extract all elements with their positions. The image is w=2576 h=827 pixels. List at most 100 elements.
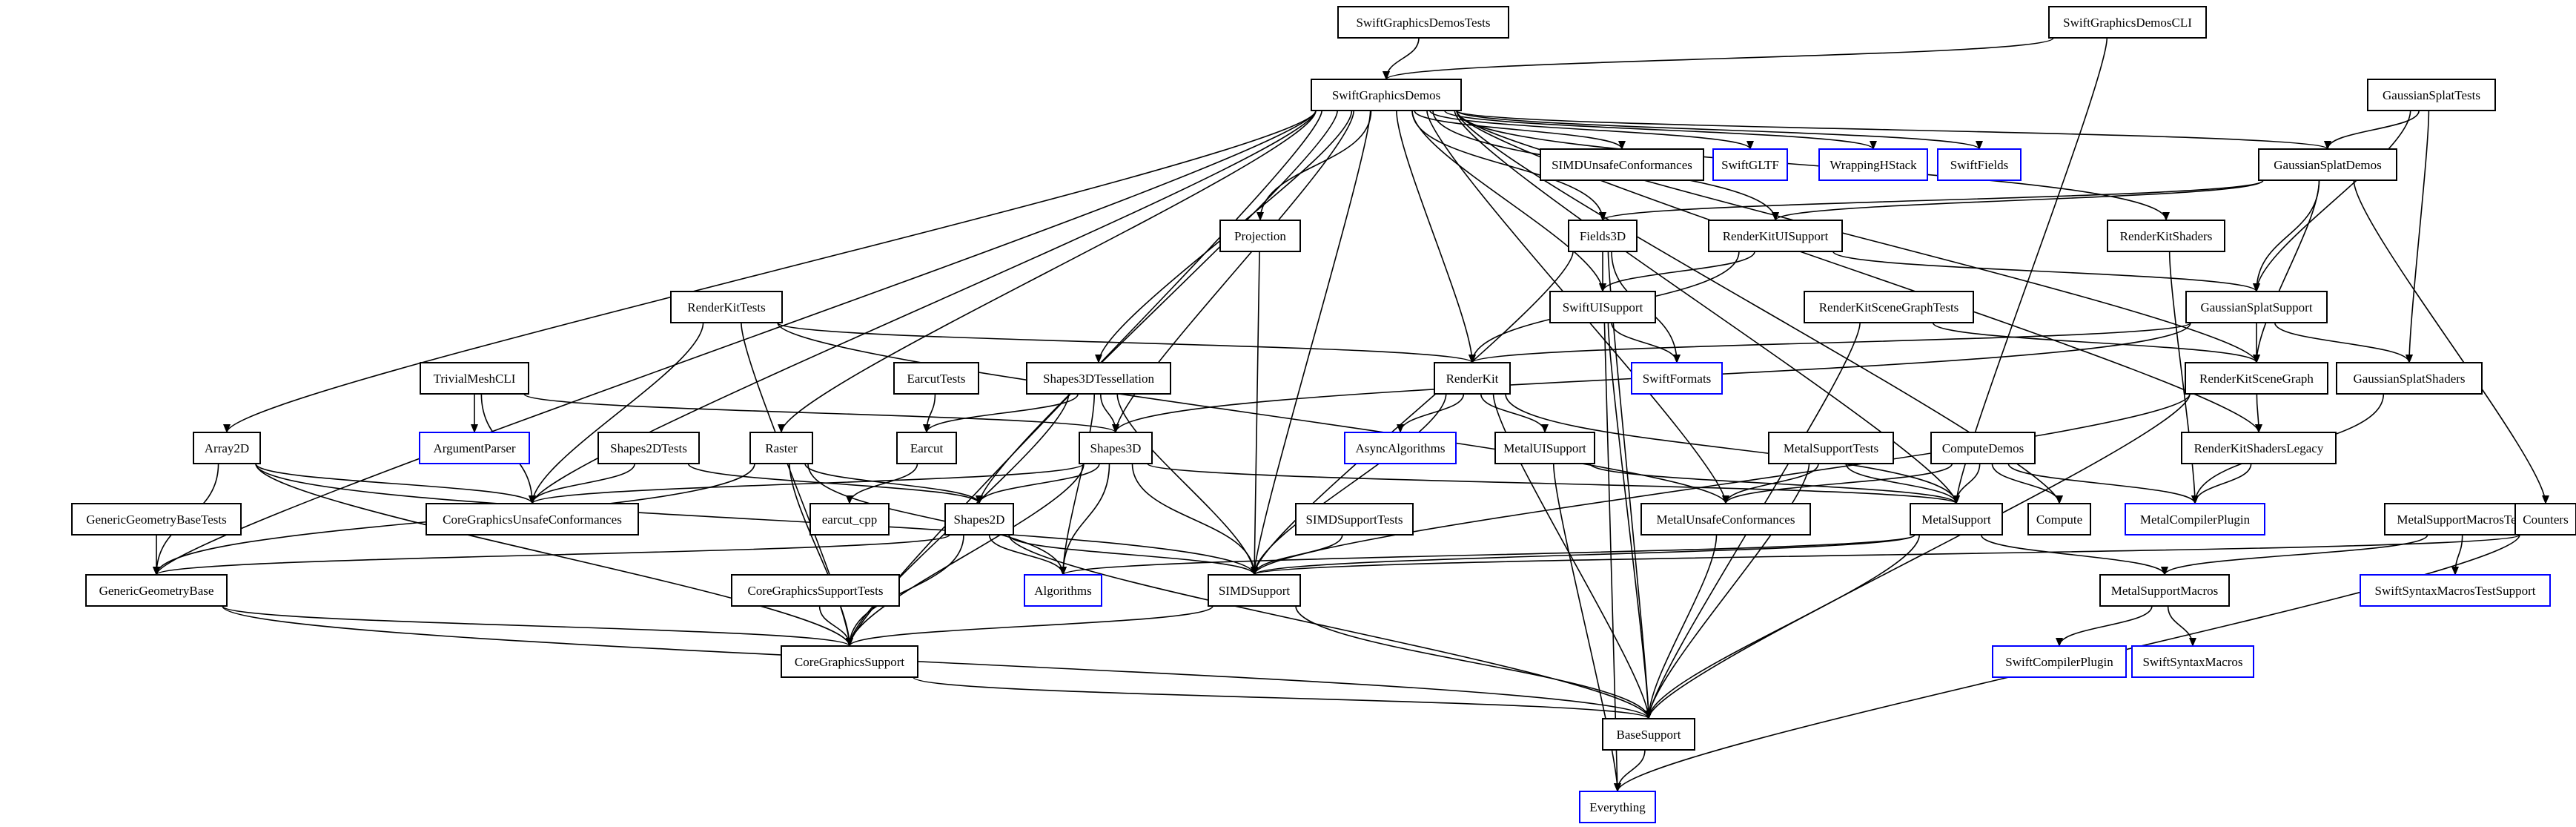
edge-generic-geometry-base-to-core-graphics-support bbox=[222, 605, 853, 647]
edge-metal-unsafe-conformances-to-base-support bbox=[1645, 534, 1718, 719]
edge-gaussian-splat-support-to-render-kit bbox=[1469, 322, 2191, 363]
node-label: SwiftSyntaxMacros bbox=[2142, 655, 2242, 669]
node-label: RenderKitSceneGraphTests bbox=[1819, 300, 1959, 314]
node-label: Earcut bbox=[910, 441, 944, 455]
node-label: SwiftCompilerPlugin bbox=[2005, 655, 2113, 669]
edge-render-kit-to-simd-support bbox=[1251, 393, 1447, 576]
node-label: AsyncAlgorithms bbox=[1356, 441, 1446, 455]
edge-swift-graphics-demos-to-array2-d bbox=[223, 110, 1317, 433]
edge-shapes2-d-to-core-graphics-support bbox=[846, 534, 964, 647]
node-box bbox=[2099, 574, 2230, 607]
edge-counters-to-simd-support bbox=[1251, 534, 2520, 576]
edge-gaussian-splat-demos-to-gaussian-splat-support bbox=[2253, 179, 2320, 292]
edge-shapes2-d-to-base-support bbox=[1008, 534, 1652, 719]
node-box bbox=[1494, 432, 1595, 464]
node-label: Everything bbox=[1589, 800, 1646, 814]
node-shapes2-d-tests: Shapes2DTests bbox=[597, 432, 700, 464]
edge-shapes2-d-to-generic-geometry-base bbox=[153, 534, 950, 576]
node-render-kit-ui-support: RenderKitUISupport bbox=[1708, 220, 1843, 252]
node-label: Compute bbox=[2036, 513, 2082, 527]
node-metal-support-tests: MetalSupportTests bbox=[1768, 432, 1894, 464]
node-box bbox=[809, 503, 890, 536]
edge-render-kit-shaders-legacy-to-metal-compiler-plugin bbox=[2191, 463, 2252, 504]
edge-render-kit-to-metal-support bbox=[1505, 393, 1960, 504]
node-box bbox=[2514, 503, 2576, 536]
node-label: GaussianSplatSupport bbox=[2200, 300, 2312, 314]
edge-swift-graphics-demos-to-raster bbox=[778, 110, 1317, 433]
node-swift-compiler-plugin: SwiftCompilerPlugin bbox=[1992, 645, 2127, 678]
edge-shapes3-d-to-core-graphics-unsafe-conformances bbox=[529, 463, 1085, 504]
node-box bbox=[1337, 6, 1509, 39]
node-box bbox=[781, 645, 918, 678]
node-box bbox=[1208, 574, 1301, 607]
node-box bbox=[2360, 574, 2551, 607]
node-box bbox=[1631, 362, 1723, 395]
node-label: MetalUISupport bbox=[1503, 441, 1586, 455]
node-box bbox=[1079, 432, 1153, 464]
edge-compute-demos-to-metal-support bbox=[1953, 463, 1981, 504]
node-box bbox=[1818, 148, 1928, 181]
edge-swift-graphics-demos-to-shapes3-d bbox=[1112, 110, 1354, 433]
node-earcut: Earcut bbox=[896, 432, 957, 464]
node-box bbox=[2181, 432, 2337, 464]
node-label: RenderKitUISupport bbox=[1723, 229, 1829, 243]
edge-layer bbox=[153, 37, 2549, 792]
edge-render-kit-scene-graph-tests-to-render-kit-scene-graph bbox=[1932, 322, 2260, 363]
node-counters: Counters bbox=[2514, 503, 2576, 536]
edge-compute-demos-to-compute bbox=[1991, 463, 2063, 504]
edge-swift-graphics-demos-to-simd-unsafe-conformances bbox=[1414, 110, 1626, 150]
edge-swift-graphics-demos-to-render-kit-shaders-legacy bbox=[1456, 110, 2262, 433]
node-box bbox=[1937, 148, 2022, 181]
edge-compute-demos-to-metal-unsafe-conformances bbox=[1722, 463, 1953, 504]
node-box bbox=[1549, 291, 1656, 323]
edge-render-kit-scene-graph-to-base-support bbox=[1645, 393, 2191, 719]
node-swift-graphics-demos: SwiftGraphicsDemos bbox=[1311, 79, 1462, 111]
node-metal-support: MetalSupport bbox=[1910, 503, 2003, 536]
edge-swift-graphics-demos-to-simd-support bbox=[1251, 110, 1371, 576]
node-box bbox=[1026, 362, 1171, 395]
node-label: MetalSupport bbox=[1921, 513, 1991, 527]
node-box bbox=[1602, 718, 1695, 751]
edge-shapes2-d-tests-to-shapes2-d bbox=[687, 463, 983, 504]
node-shapes2-d: Shapes2D bbox=[944, 503, 1014, 536]
node-box bbox=[2258, 148, 2397, 181]
edge-gaussian-splat-support-to-gaussian-splat-shaders bbox=[2274, 322, 2413, 363]
edge-swift-graphics-demos-to-metal-support bbox=[1454, 110, 1960, 504]
node-label: Raster bbox=[765, 441, 798, 455]
node-label: CoreGraphicsSupport bbox=[795, 655, 905, 669]
edge-shapes3-d-to-algorithms bbox=[1059, 463, 1110, 576]
node-core-graphics-unsafe-conformances: CoreGraphicsUnsafeConformances bbox=[426, 503, 639, 536]
edge-swift-ui-support-to-swift-formats bbox=[1611, 322, 1681, 363]
edge-swift-graphics-demos-to-shapes2-d bbox=[976, 110, 1338, 504]
node-simd-support-tests: SIMDSupportTests bbox=[1295, 503, 1414, 536]
node-box bbox=[893, 362, 979, 395]
edge-metal-support-to-base-support bbox=[1645, 534, 1920, 719]
node-label: SwiftGLTF bbox=[1721, 158, 1779, 172]
node-box bbox=[1295, 503, 1414, 536]
node-label: SwiftGraphicsDemosCLI bbox=[2063, 16, 2192, 30]
node-label: Shapes2DTests bbox=[610, 441, 687, 455]
edge-metal-support-tests-to-metal-support bbox=[1845, 463, 1960, 504]
edge-metal-support-tests-to-metal-unsafe-conformances bbox=[1722, 463, 1819, 504]
edge-raster-to-core-graphics-support bbox=[789, 463, 853, 647]
node-box bbox=[85, 574, 228, 607]
node-everything: Everything bbox=[1579, 791, 1656, 823]
node-label: SwiftFormats bbox=[1643, 372, 1712, 386]
edge-render-kit-to-metal-ui-support bbox=[1480, 393, 1549, 433]
node-label: GaussianSplatDemos bbox=[2274, 158, 2381, 172]
node-box bbox=[896, 432, 957, 464]
node-generic-geometry-base-tests: GenericGeometryBaseTests bbox=[71, 503, 242, 536]
edge-swift-graphics-demos-to-core-graphics-unsafe-conformances bbox=[529, 110, 1317, 504]
node-box bbox=[944, 503, 1014, 536]
node-swift-graphics-demos-cli: SwiftGraphicsDemosCLI bbox=[2048, 6, 2207, 39]
node-box bbox=[1344, 432, 1457, 464]
edge-render-kit-scene-graph-to-render-kit-shaders-legacy bbox=[2254, 393, 2262, 433]
node-box bbox=[749, 432, 813, 464]
node-render-kit: RenderKit bbox=[1434, 362, 1511, 395]
edge-projection-to-simd-support bbox=[1251, 251, 1260, 576]
node-metal-ui-support: MetalUISupport bbox=[1494, 432, 1595, 464]
edge-metal-support-tests-to-base-support bbox=[1645, 463, 1810, 719]
edge-swift-graphics-demos-cli-to-swift-graphics-demos bbox=[1383, 37, 2054, 80]
edge-render-kit-tests-to-core-graphics-unsafe-conformances bbox=[529, 322, 704, 504]
